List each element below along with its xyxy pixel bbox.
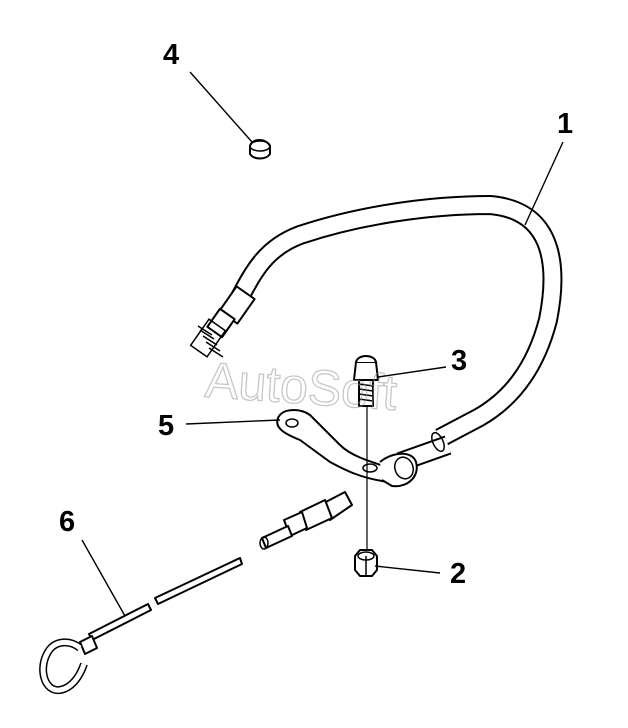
nut [354,549,378,577]
cap [249,139,271,160]
leader-3 [377,366,447,378]
bracket [276,409,418,488]
leader-6 [81,539,126,617]
callout-5: 5 [158,410,174,442]
bolt [353,355,379,407]
callout-4: 4 [163,39,179,71]
guide-tube [189,194,563,472]
leader-1 [524,141,564,226]
tube-connector [259,491,353,550]
callout-1: 1 [557,108,573,140]
dipstick [39,557,243,694]
watermark: AutoSoft [204,352,399,421]
leader-4 [189,71,253,143]
leader-lines [81,71,564,617]
callout-6: 6 [59,506,75,538]
callout-3: 3 [451,345,467,377]
callout-2: 2 [450,558,466,590]
leader-2 [374,565,441,574]
leader-5 [185,419,281,425]
tube-fitting [189,285,256,358]
